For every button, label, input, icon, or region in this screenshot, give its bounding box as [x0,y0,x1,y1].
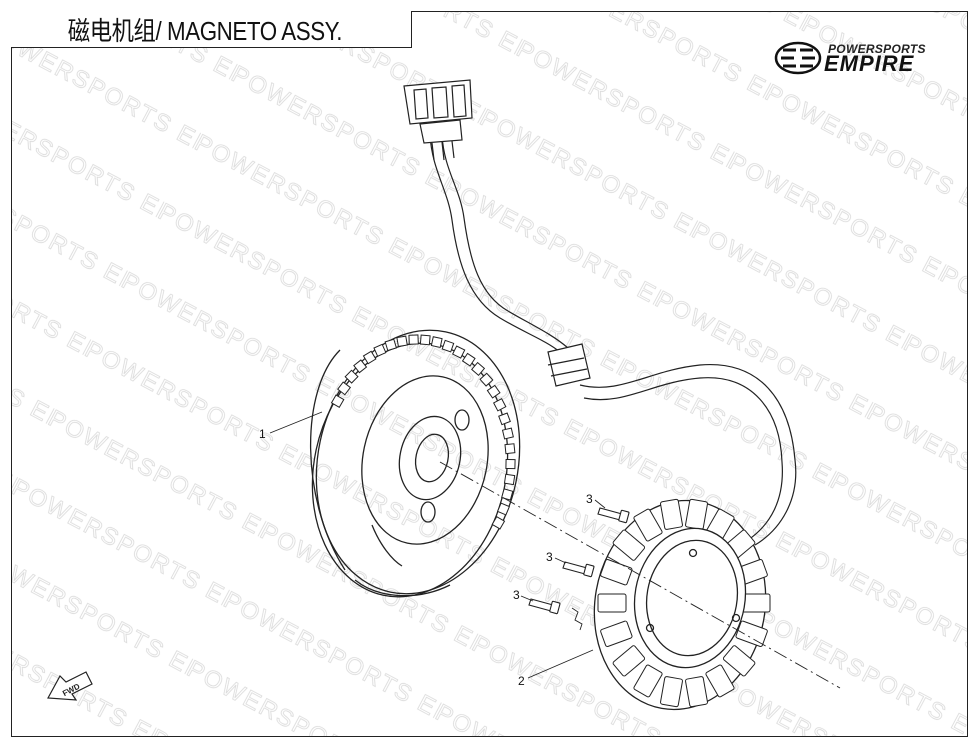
flywheel-rotor [309,329,521,598]
callout-3-middle: 3 [546,550,553,564]
stator-pole [660,498,683,530]
stator-pole [633,508,663,542]
drawing-frame [11,11,968,737]
flywheel-tooth [501,427,514,440]
logo-tagline: POWERSPORTS [828,42,926,56]
mounting-bolts [528,507,630,615]
stator-pole [705,664,735,698]
stator-pole [600,620,633,647]
stator-core [633,527,747,669]
logo-emblem-icon [774,41,822,75]
stator-pole [685,676,708,708]
wire-connector [403,79,473,161]
callout-2: 2 [518,674,525,688]
flywheel-tooth [330,394,345,409]
callout-1: 1 [259,427,266,441]
wire-harness [429,134,797,546]
stator-windings [597,498,771,708]
flywheel-tooth [505,458,516,470]
flywheel-tooth [492,398,507,412]
wire-grommet [547,343,591,387]
flywheel-tooth [491,515,506,530]
callout-3-lower: 3 [513,588,520,602]
flywheel-tooth [373,343,387,357]
flywheel-tooth [384,338,398,352]
page-title: 磁电机组/ MAGNETO ASSY. [67,15,343,46]
stator-pole [633,664,663,698]
leader-lines [269,411,606,679]
stator-pole [741,593,771,613]
flywheel-tooth [344,369,359,384]
logo-brand: EMPIRE [824,51,915,76]
flywheel-tooth [501,488,514,501]
stator-pole [660,676,683,708]
flywheel-tooth [362,350,377,365]
title-box: 磁电机组/ MAGNETO ASSY. [11,11,412,48]
flywheel-tooth [471,361,486,376]
flywheel-tooth [396,335,408,348]
stator-pole [722,645,756,677]
bolt-middle [562,561,595,578]
flywheel-tooth [337,381,352,396]
flywheel-tooth [496,502,511,516]
stator-pole [597,593,627,613]
callout-3-upper: 3 [586,492,593,506]
flywheel-tooth [461,352,476,367]
flywheel-tooth [503,473,516,486]
flywheel-tooth [419,334,431,346]
flywheel-tooth [451,345,466,359]
center-axis-line [439,461,841,689]
flywheel-tooth [441,339,455,353]
flywheel-tooth [479,372,494,387]
bolt-lower [528,598,561,615]
brand-logo: POWERSPORTS EMPIRE [774,40,950,76]
flywheel-tooth [498,412,511,426]
flywheel-tooth [353,359,368,374]
flywheel-tooth [504,443,516,455]
flywheel-tooth [486,384,501,399]
bolt-upper [597,507,630,524]
watermark-pattern [12,12,967,736]
flywheel-teeth [330,334,516,530]
stator-pole [735,620,768,647]
stator-pole [612,529,646,561]
flywheel-tooth [408,334,419,345]
stator-pole [612,645,646,677]
flywheel-tooth [430,336,443,349]
